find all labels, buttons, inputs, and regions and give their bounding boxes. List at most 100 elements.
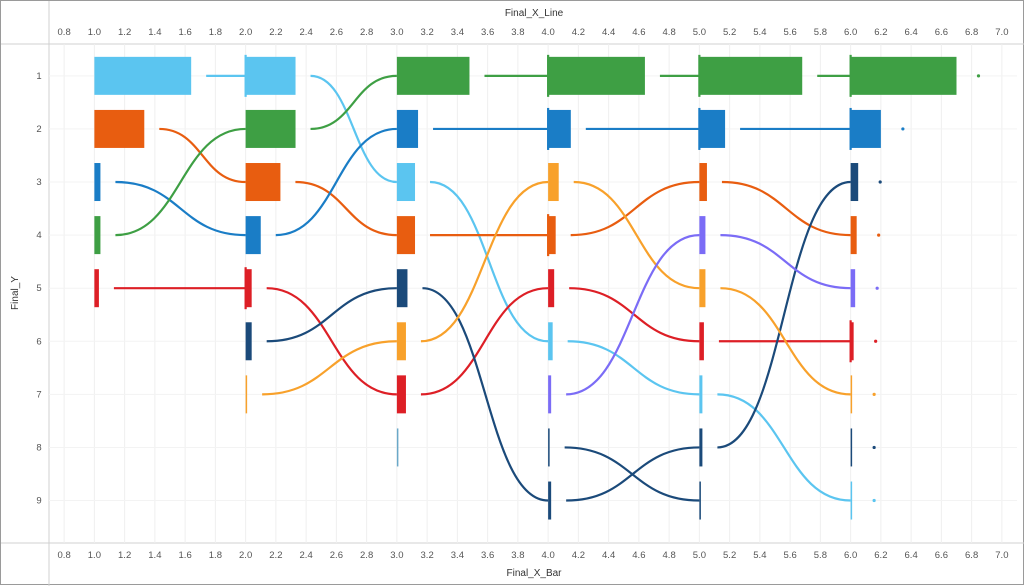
x-bottom-tick-label: 6.6 <box>935 550 948 561</box>
rank-bar <box>548 269 555 308</box>
series-line <box>115 127 246 237</box>
rank-bar <box>548 375 552 414</box>
x-top-tick-label: 6.0 <box>844 27 857 38</box>
series-line <box>275 127 397 237</box>
rank-bar <box>245 56 296 95</box>
y-tick-label: 8 <box>36 442 41 453</box>
x-bottom-tick-label: 2.8 <box>360 550 373 561</box>
x-top-tick-label: 4.8 <box>663 27 676 38</box>
x-bottom-tick-label: 1.4 <box>148 550 161 561</box>
rank-bar <box>94 109 145 148</box>
y-tick-label: 1 <box>36 71 41 82</box>
series-end-dot <box>878 180 882 184</box>
x-top-tick-label: 0.8 <box>58 27 71 38</box>
x-top-tick-label: 4.4 <box>602 27 615 38</box>
rank-bar <box>850 216 857 255</box>
x-top-tick-label: 5.0 <box>693 27 706 38</box>
rank-bar <box>94 216 101 255</box>
series-line <box>310 74 397 184</box>
axis-layer: Final_X_Line Final_X_Bar Final_Y 0.80.81… <box>10 8 1008 579</box>
y-tick-label: 5 <box>36 283 41 294</box>
x-bottom-tick-label: 5.6 <box>784 550 797 561</box>
rank-bar <box>548 428 550 467</box>
rank-bar <box>699 481 701 520</box>
rank-bar <box>699 56 803 95</box>
x-top-tick-label: 2.8 <box>360 27 373 38</box>
rank-bar <box>850 163 859 202</box>
x-top-tick-label: 2.0 <box>239 27 252 38</box>
rank-bar <box>699 216 706 255</box>
series-line <box>159 127 246 184</box>
x-top-tick-label: 5.2 <box>723 27 736 38</box>
x-bottom-tick-label: 6.8 <box>965 550 978 561</box>
x-top-tick-label: 1.4 <box>148 27 161 38</box>
rank-bar <box>699 109 726 148</box>
series-end-dot <box>901 127 905 131</box>
x-bottom-tick-label: 3.4 <box>451 550 464 561</box>
rank-bar <box>548 56 645 95</box>
rank-bar <box>94 163 101 202</box>
x-bottom-tick-label: 2.4 <box>300 550 313 561</box>
rank-bar <box>396 428 399 467</box>
series-line <box>721 180 851 237</box>
x-bottom-tick-label: 1.8 <box>209 550 222 561</box>
series-line <box>430 180 549 343</box>
y-tick-label: 7 <box>36 389 41 400</box>
rank-bar <box>245 375 248 414</box>
x-top-tick-label: 1.6 <box>179 27 192 38</box>
rank-bar <box>245 216 261 255</box>
x-top-tick-label: 2.4 <box>300 27 313 38</box>
series-end-dot <box>872 498 876 503</box>
x-top-tick-label: 6.2 <box>874 27 887 38</box>
x-top-tick-label: 4.6 <box>632 27 645 38</box>
x-bottom-tick-label: 2.2 <box>269 550 282 561</box>
series-line <box>717 393 851 502</box>
x-bottom-tick-label: 2.6 <box>330 550 343 561</box>
series-end-dot <box>875 286 879 290</box>
x-bottom-tick-label: 1.2 <box>118 550 131 561</box>
series-end-dot <box>872 445 876 450</box>
rank-bar <box>396 109 419 148</box>
rank-bar <box>245 109 296 148</box>
x-bottom-tick-label: 2.0 <box>239 550 252 561</box>
x-bottom-tick-label: 1.6 <box>179 550 192 561</box>
x-top-tick-label: 4.0 <box>542 27 555 38</box>
rank-bar <box>245 163 281 202</box>
series-line <box>310 74 397 131</box>
series-line <box>717 180 851 449</box>
x-top-tick-label: 7.0 <box>995 27 1008 38</box>
x-bottom-tick-label: 7.0 <box>995 550 1008 561</box>
rank-bar <box>699 163 707 202</box>
y-tick-label: 9 <box>36 496 41 507</box>
rank-bar <box>396 56 470 95</box>
rank-bar <box>850 481 853 520</box>
x-top-tick-label: 2.2 <box>269 27 282 38</box>
rank-bar <box>699 269 706 308</box>
x-bottom-tick-label: 4.8 <box>663 550 676 561</box>
rank-bar <box>699 375 703 414</box>
series-line <box>720 234 851 290</box>
series-line <box>422 287 549 502</box>
x-bottom-tick-label: 0.8 <box>58 550 71 561</box>
x-bottom-tick-label: 5.8 <box>814 550 827 561</box>
x-top-tick-label: 5.4 <box>753 27 766 38</box>
x-bottom-tick-label: 3.6 <box>481 550 494 561</box>
x-top-tick-label: 3.8 <box>511 27 524 38</box>
x-bottom-tick-label: 4.4 <box>602 550 615 561</box>
x-top-tick-label: 6.4 <box>905 27 918 38</box>
rank-bar <box>245 322 252 361</box>
rank-bar <box>548 216 556 255</box>
x-bottom-tick-label: 5.4 <box>753 550 766 561</box>
x-top-tick-label: 5.8 <box>814 27 827 38</box>
rank-bar <box>548 322 553 361</box>
series-line <box>295 180 397 237</box>
series-lines <box>113 54 852 502</box>
x-top-tick-label: 6.8 <box>965 27 978 38</box>
x-bottom-tick-label: 4.0 <box>542 550 555 561</box>
rank-bar <box>548 163 559 202</box>
y-tick-label: 3 <box>36 177 41 188</box>
rank-bar <box>94 56 192 95</box>
rank-bar <box>699 428 703 467</box>
x-top-tick-label: 2.6 <box>330 27 343 38</box>
x-bottom-tick-label: 3.2 <box>421 550 434 561</box>
